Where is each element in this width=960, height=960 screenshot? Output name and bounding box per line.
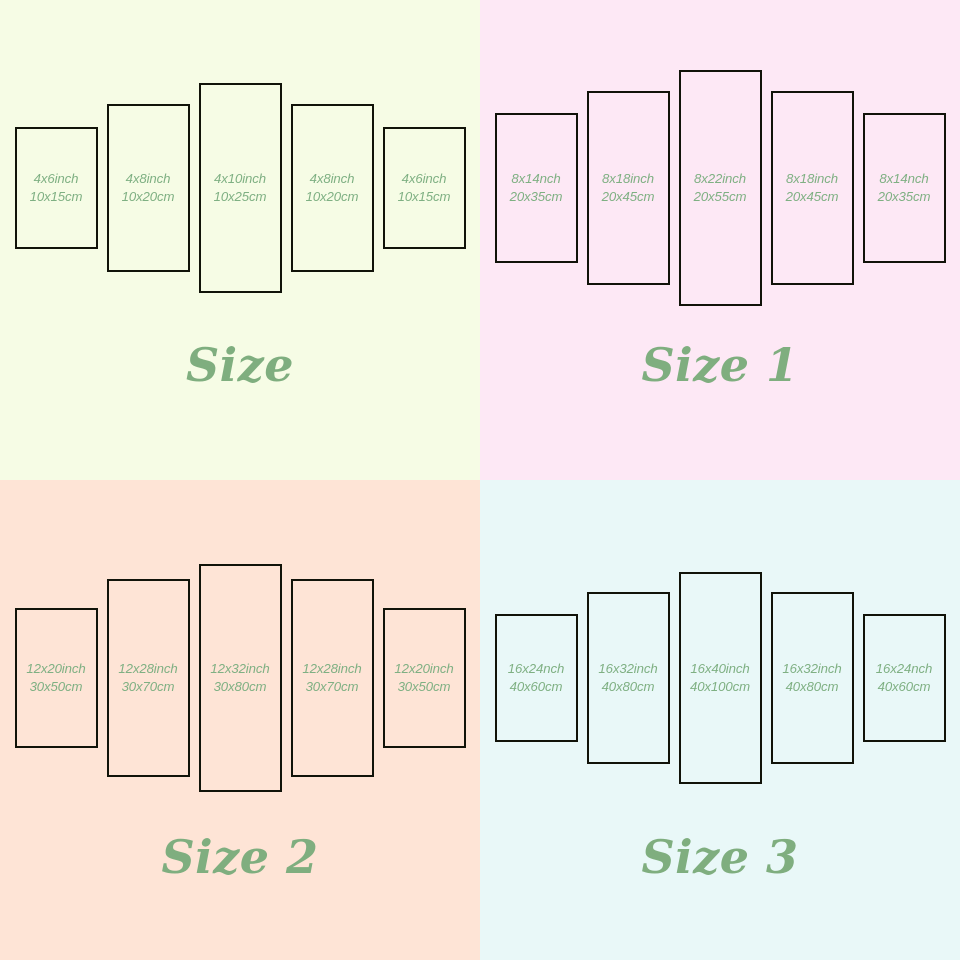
panel-caption: Size 3 <box>641 830 799 884</box>
size-inches: 4x8inch <box>309 170 355 186</box>
canvas-frame[interactable]: 12x28inch 30x70cm <box>106 579 190 777</box>
size-centimeters: 30x70cm <box>121 679 175 694</box>
size-inches: 16x32inch <box>598 660 658 676</box>
size-inches: 16x24nch <box>875 660 933 676</box>
canvas-frame[interactable]: 16x24nch 40x60cm <box>862 614 946 742</box>
size-centimeters: 30x50cm <box>397 679 451 694</box>
size-inches: 8x18inch <box>602 170 654 186</box>
canvas-frame[interactable]: 16x32inch 40x80cm <box>586 592 670 764</box>
frame-size-label: 16x24nch 40x60cm <box>507 660 565 696</box>
frame-size-label: 4x6inch 10x15cm <box>30 170 83 206</box>
frame-cluster: 12x20inch 30x50cm 12x28inch 30x70cm 12x32inc… <box>0 508 480 848</box>
size-centimeters: 10x20cm <box>121 189 175 204</box>
canvas-frame[interactable]: 8x22inch 20x55cm <box>678 70 762 306</box>
size-inches: 16x32inch <box>782 660 842 676</box>
frame-size-label: 12x28inch 30x70cm <box>118 660 177 696</box>
canvas-frame[interactable]: 4x6inch 10x15cm <box>382 127 466 249</box>
frame-size-label: 4x6inch 10x15cm <box>398 170 451 206</box>
frame-size-label: 16x32inch 40x80cm <box>598 660 657 696</box>
size-centimeters: 40x80cm <box>601 679 655 694</box>
size-centimeters: 10x25cm <box>213 189 267 204</box>
size-centimeters: 10x15cm <box>397 189 451 204</box>
panel-size-3[interactable]: 16x24nch 40x60cm 16x32inch 40x80cm 16x40inch… <box>480 480 960 960</box>
size-centimeters: 30x80cm <box>213 679 267 694</box>
frame-size-label: 12x20inch 30x50cm <box>394 660 453 696</box>
panel-caption: Size 2 <box>161 830 319 884</box>
canvas-frame[interactable]: 16x32inch 40x80cm <box>770 592 854 764</box>
canvas-frame[interactable]: 4x8inch 10x20cm <box>290 104 374 272</box>
frame-size-label: 16x32inch 40x80cm <box>782 660 841 696</box>
size-inches: 8x18inch <box>786 170 838 186</box>
size-centimeters: 40x60cm <box>877 679 931 694</box>
frame-size-label: 8x18inch 20x45cm <box>602 170 655 206</box>
size-centimeters: 20x45cm <box>785 189 839 204</box>
size-centimeters: 20x35cm <box>509 189 563 204</box>
frame-size-label: 8x18inch 20x45cm <box>786 170 839 206</box>
size-centimeters: 20x55cm <box>693 189 747 204</box>
size-inches: 12x20inch <box>26 660 86 676</box>
frame-size-label: 12x28inch 30x70cm <box>302 660 361 696</box>
size-inches: 8x14nch <box>511 170 561 186</box>
size-centimeters: 10x20cm <box>305 189 359 204</box>
size-centimeters: 40x80cm <box>785 679 839 694</box>
canvas-frame[interactable]: 4x10inch 10x25cm <box>198 83 282 293</box>
size-inches: 8x22inch <box>694 170 746 186</box>
size-centimeters: 30x50cm <box>29 679 83 694</box>
size-inches: 4x6inch <box>33 170 79 186</box>
size-centimeters: 20x45cm <box>601 189 655 204</box>
frame-size-label: 8x14nch 20x35cm <box>510 170 563 206</box>
frame-size-label: 16x24nch 40x60cm <box>875 660 933 696</box>
frame-size-label: 16x40inch 40x100cm <box>690 660 750 696</box>
frame-size-label: 4x8inch 10x20cm <box>306 170 359 206</box>
frame-size-label: 8x22inch 20x55cm <box>694 170 747 206</box>
canvas-frame[interactable]: 4x8inch 10x20cm <box>106 104 190 272</box>
canvas-frame[interactable]: 16x40inch 40x100cm <box>678 572 762 784</box>
frame-cluster: 16x24nch 40x60cm 16x32inch 40x80cm 16x40inch… <box>480 508 960 848</box>
canvas-frame[interactable]: 8x18inch 20x45cm <box>586 91 670 285</box>
size-centimeters: 40x100cm <box>689 679 751 694</box>
size-inches: 12x32inch <box>210 660 270 676</box>
canvas-frame[interactable]: 8x14nch 20x35cm <box>862 113 946 263</box>
panel-size[interactable]: 4x6inch 10x15cm 4x8inch 10x20cm 4x10inch 10x2… <box>0 0 480 480</box>
canvas-frame[interactable]: 8x18inch 20x45cm <box>770 91 854 285</box>
panel-caption: Size <box>185 338 295 392</box>
frame-size-label: 12x20inch 30x50cm <box>26 660 85 696</box>
panel-caption: Size 1 <box>641 338 799 392</box>
frame-size-label: 8x14nch 20x35cm <box>878 170 931 206</box>
size-centimeters: 40x60cm <box>509 679 563 694</box>
size-inches: 12x28inch <box>118 660 178 676</box>
canvas-frame[interactable]: 4x6inch 10x15cm <box>14 127 98 249</box>
canvas-frame[interactable]: 16x24nch 40x60cm <box>494 614 578 742</box>
size-inches: 12x20inch <box>394 660 454 676</box>
size-inches: 8x14nch <box>879 170 929 186</box>
frame-cluster: 8x14nch 20x35cm 8x18inch 20x45cm 8x22inch 20x… <box>480 18 960 358</box>
size-inches: 16x40inch <box>690 660 750 676</box>
canvas-frame[interactable]: 12x32inch 30x80cm <box>198 564 282 792</box>
panel-size-2[interactable]: 12x20inch 30x50cm 12x28inch 30x70cm 12x32inc… <box>0 480 480 960</box>
panel-size-1[interactable]: 8x14nch 20x35cm 8x18inch 20x45cm 8x22inch 20x… <box>480 0 960 480</box>
size-centimeters: 10x15cm <box>29 189 83 204</box>
canvas-frame[interactable]: 12x20inch 30x50cm <box>14 608 98 748</box>
size-centimeters: 30x70cm <box>305 679 359 694</box>
size-inches: 16x24nch <box>507 660 565 676</box>
size-centimeters: 20x35cm <box>877 189 931 204</box>
frame-size-label: 4x8inch 10x20cm <box>122 170 175 206</box>
size-inches: 4x10inch <box>214 170 266 186</box>
size-inches: 12x28inch <box>302 660 362 676</box>
frame-size-label: 12x32inch 30x80cm <box>210 660 269 696</box>
canvas-frame[interactable]: 8x14nch 20x35cm <box>494 113 578 263</box>
frame-cluster: 4x6inch 10x15cm 4x8inch 10x20cm 4x10inch 10x2… <box>0 18 480 358</box>
canvas-frame[interactable]: 12x20inch 30x50cm <box>382 608 466 748</box>
frame-size-label: 4x10inch 10x25cm <box>214 170 267 206</box>
size-inches: 4x8inch <box>125 170 171 186</box>
size-inches: 4x6inch <box>401 170 447 186</box>
canvas-frame[interactable]: 12x28inch 30x70cm <box>290 579 374 777</box>
